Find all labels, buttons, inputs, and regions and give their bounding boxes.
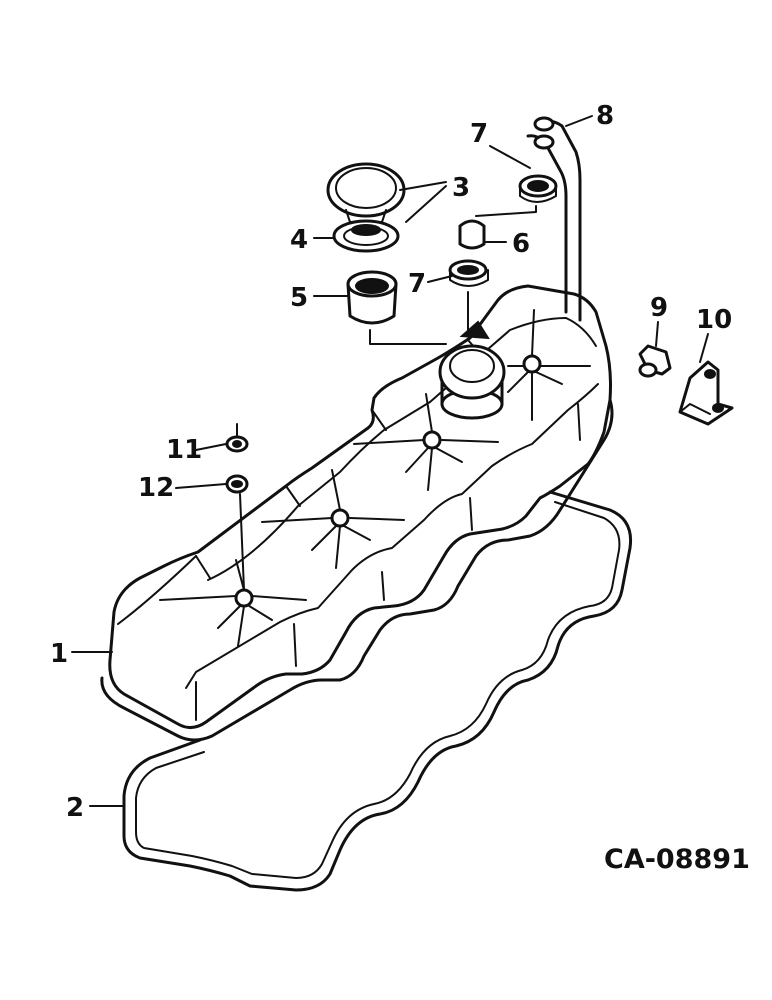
diagram-code: CA-08891	[604, 844, 750, 875]
callout-8: 8	[596, 101, 614, 131]
callout-6: 6	[512, 229, 530, 259]
callout-9: 9	[650, 293, 668, 323]
callout-3: 3	[452, 173, 470, 203]
leader-lines	[71, 115, 709, 807]
callout-4: 4	[290, 225, 308, 255]
clip-part	[638, 344, 672, 378]
cover-rib-star-2	[261, 469, 405, 569]
filler-neck	[438, 320, 506, 420]
callout-7-lower: 7	[408, 269, 426, 299]
callout-2: 2	[66, 793, 84, 823]
breather-tube-part	[526, 116, 582, 322]
seal-part	[225, 423, 249, 453]
cover-rib-star-1	[159, 559, 307, 647]
cap-gasket-part	[332, 219, 400, 253]
valve-cover-part	[100, 284, 614, 742]
callout-12: 12	[138, 473, 174, 503]
filler-cap-part	[326, 162, 406, 229]
callout-7-upper: 7	[470, 119, 488, 149]
cover-rib-star-3	[353, 393, 499, 491]
callout-labels: 1 2 3 4 5 6 7 7 8 9 10 11 12	[50, 101, 732, 823]
hose-part	[458, 205, 537, 250]
cover-rib-star-4	[507, 309, 591, 421]
grommet-part	[225, 474, 249, 591]
callout-11: 11	[166, 435, 202, 465]
gasket-part	[122, 490, 633, 892]
filler-element-part	[346, 270, 447, 345]
callout-10: 10	[696, 305, 732, 335]
hose-clamp-upper	[518, 134, 558, 203]
callout-1: 1	[50, 639, 68, 669]
hose-clamp-lower	[448, 259, 489, 331]
callout-5: 5	[290, 283, 308, 313]
bracket-part	[678, 360, 734, 426]
